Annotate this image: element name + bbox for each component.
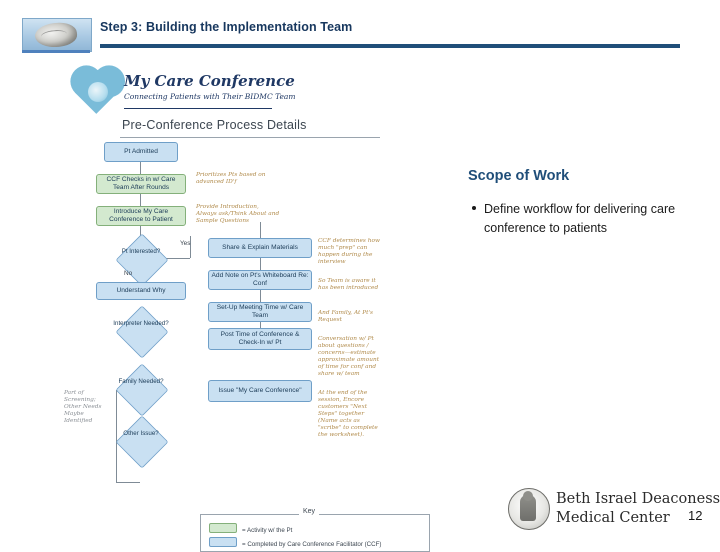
page-number: 12 — [688, 508, 703, 523]
bird-shape — [33, 20, 79, 50]
annotation-prioritize: Prioritizes Pts based on advanced ID'f — [196, 172, 266, 185]
bird-photo-logo-icon — [22, 18, 92, 52]
decision-shape — [115, 415, 169, 469]
flowchart-title-divider — [120, 137, 380, 138]
annotation-left-screening: Part of Screening; Other Needs Maybe Ide… — [64, 390, 102, 424]
brand-text: My Care Conference Connecting Patients w… — [124, 72, 296, 102]
flowchart-title: Pre-Conference Process Details — [122, 118, 307, 132]
flow-node-ccf-checks-in: CCF Checks in w/ Care Team After Rounds — [96, 174, 186, 194]
flow-decision-other-issue: Other Issue? — [110, 415, 172, 469]
annotation-so-team: So Team is aware it has been introduced — [318, 278, 379, 291]
edge-label-yes: Yes — [180, 240, 191, 247]
connector — [116, 482, 140, 483]
flow-node-set-up-meeting: Set-Up Meeting Time w/ Care Team — [208, 302, 312, 322]
bullet-icon — [472, 206, 476, 210]
annotation-at-end: At the end of the session, Encore custom… — [318, 390, 378, 438]
annotation-conversation: Conversation w/ Pt about questions / con… — [318, 336, 380, 377]
connector — [140, 162, 141, 174]
key-row-green: = Activity w/ the Pt — [209, 523, 292, 534]
connector — [260, 286, 261, 302]
connector — [260, 222, 261, 238]
flow-node-pt-admitted: Pt Admitted — [104, 142, 178, 162]
decision-label: Other Issue? — [123, 430, 159, 437]
connector — [140, 194, 141, 206]
list-item-label: Define workflow for delivering care conf… — [484, 202, 676, 235]
scope-of-work-list: Define workflow for delivering care conf… — [470, 200, 690, 238]
annotation-provide-intro: Provide Introduction, Always ask/Think A… — [196, 204, 280, 224]
flow-node-understand-why: Understand Why — [96, 282, 186, 300]
annotation-ccf-determines: CCF determines how much "prep" can happe… — [318, 238, 380, 265]
slide-header: Step 3: Building the Implementation Team — [0, 0, 720, 60]
decision-shape — [115, 305, 169, 359]
key-row-blue: = Completed by Care Conference Facilitat… — [209, 537, 381, 548]
annotation-and-family: And Family, At Pt's Request — [318, 310, 374, 323]
key-title: Key — [299, 508, 320, 515]
flow-decision-interpreter-needed: Interpreter Needed? — [110, 305, 172, 359]
my-care-conference-brand: My Care Conference Connecting Patients w… — [75, 70, 296, 114]
key-label-blue: = Completed by Care Conference Facilitat… — [242, 541, 382, 548]
connector — [116, 390, 117, 482]
connector — [190, 236, 191, 258]
heart-inner-shape — [88, 82, 108, 102]
flowchart-key: Key = Activity w/ the Pt = Completed by … — [200, 508, 430, 552]
flow-node-add-note: Add Note on Pt's Whiteboard Re: Conf — [208, 270, 312, 290]
decision-shape — [115, 233, 169, 287]
edge-label-no: No — [124, 270, 133, 277]
flow-node-introduce-mcc: Introduce My Care Conference to Patient — [96, 206, 186, 226]
header-accent-bar — [22, 50, 90, 53]
key-label-green: = Activity w/ the Pt — [242, 527, 293, 534]
brand-subtitle: Connecting Patients with Their BIDMC Tea… — [124, 92, 296, 101]
slide-body: My Care Conference Connecting Patients w… — [0, 60, 720, 552]
key-swatch-blue-icon — [209, 537, 237, 547]
pre-conference-flowchart: Pre-Conference Process Details Pt Admitt… — [64, 118, 450, 552]
brand-underline — [124, 108, 272, 109]
seal-figure-shape — [520, 491, 536, 521]
org-name-line1: Beth Israel Deaconess — [556, 491, 720, 507]
connector — [140, 226, 141, 236]
heart-icon — [75, 70, 119, 114]
decision-label: Pt Interested? — [121, 248, 161, 255]
page-title: Step 3: Building the Implementation Team — [100, 20, 353, 34]
org-name-line2: Medical Center — [556, 510, 670, 526]
scope-of-work-title: Scope of Work — [468, 168, 570, 184]
flow-decision-pt-interested: Pt Interested? — [110, 233, 172, 287]
header-divider — [100, 44, 680, 48]
bidmc-logo: Beth Israel Deaconess Medical Center — [508, 488, 720, 530]
connector — [260, 254, 261, 270]
key-swatch-green-icon — [209, 523, 237, 533]
bidmc-seal-icon — [508, 488, 550, 530]
decision-shape — [115, 363, 169, 417]
flow-node-issue-mcc: Issue "My Care Conference" — [208, 380, 312, 402]
list-item: Define workflow for delivering care conf… — [470, 200, 690, 238]
flow-node-post-time: Post Time of Conference & Check-In w/ Pt — [208, 328, 312, 350]
flow-decision-family-needed: Family Needed? — [110, 363, 172, 417]
flow-node-share-explain: Share & Explain Materials — [208, 238, 312, 258]
decision-label: Interpreter Needed? — [113, 320, 169, 327]
decision-label: Family Needed? — [118, 378, 164, 385]
brand-title: My Care Conference — [124, 72, 295, 90]
